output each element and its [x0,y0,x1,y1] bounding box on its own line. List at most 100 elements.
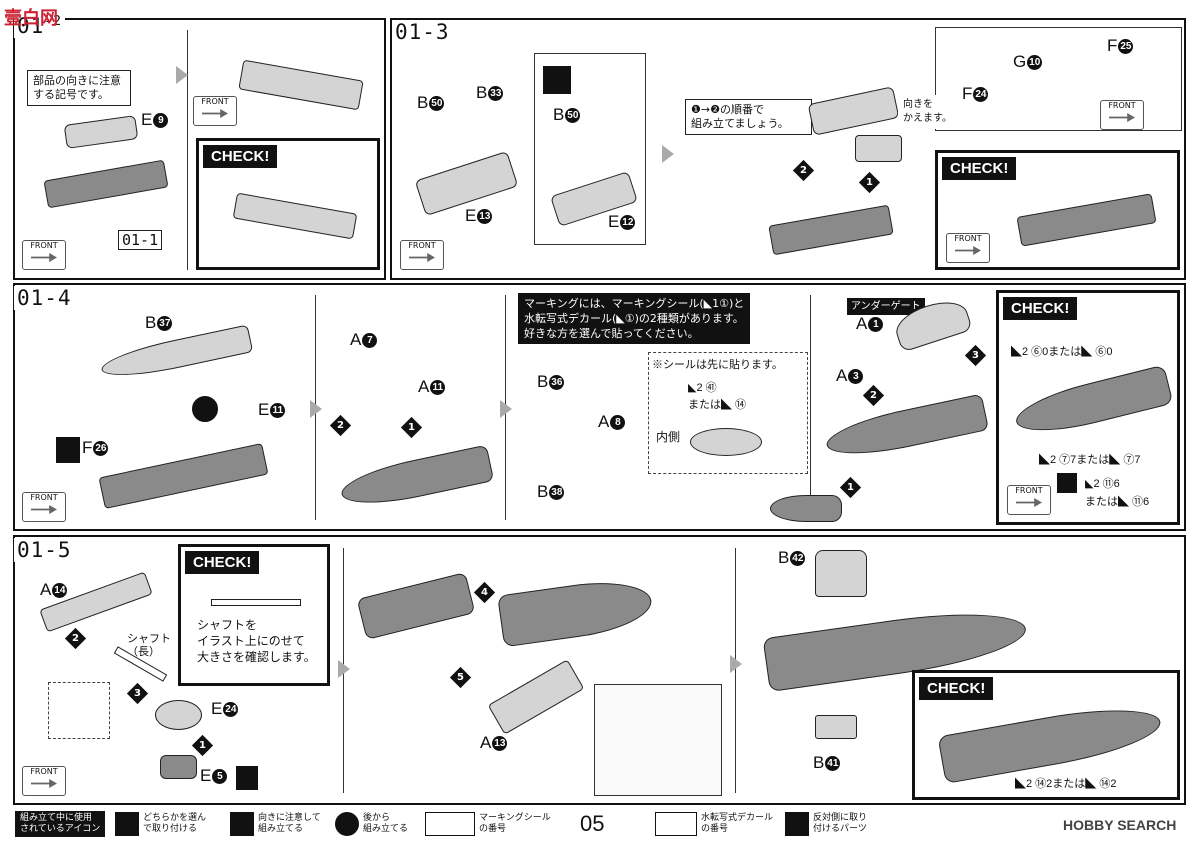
caution-direction-icon [230,812,254,836]
step-marker-1: 1 [858,171,881,194]
divider [810,295,811,520]
note-order: ❶→❷の順番で 組み立てましょう。 [685,99,812,135]
step-label-01-3: 01-3 [392,20,453,44]
check-part-shape [232,192,358,240]
flow-arrow [310,400,322,418]
note-direction: 部品の向きに注意 する記号です。 [27,70,131,106]
divider [187,30,188,270]
choose-either-icon [115,812,139,836]
step-marker-3: 3 [964,344,987,367]
decal-ref-116b: または◣ ⑪6 [1085,496,1150,508]
opposite-side-icon [785,812,809,836]
flow-arrow [176,66,188,84]
choose-either-icon [543,66,571,94]
check-title: CHECK! [942,157,1017,180]
step-label-01-2: 01-2 [14,14,65,38]
check-fuselage-shape [1011,364,1174,442]
flow-arrow [730,655,742,673]
step-label-01-4: 01-4 [14,286,75,310]
legend-choose-either: どちらかを選ん で取り付ける [115,812,206,836]
step-marker-1: 1 [400,416,423,439]
step-marker-3: 3 [126,682,149,705]
legend-opposite-side: 反対側に取り 付けるパーツ [785,812,867,836]
note-seal-or: ◣2 ㊶ または◣ ⑭ [688,382,747,411]
step-marker-2: 2 [792,159,815,182]
nose-cone-shape [770,495,842,522]
step-marker-2: 2 [862,384,885,407]
detail-dashed-box [48,682,110,739]
step-marker-1: 1 [839,476,862,499]
caution-direction-icon [236,766,258,790]
shaft-guide-shape [211,599,301,606]
part-block-shape [855,135,902,162]
front-indicator: FRONT [193,96,237,126]
flow-arrow [500,400,512,418]
note-turn: 向きを かえます。 [898,95,957,129]
front-indicator: FRONT [400,240,444,270]
under-gate-label: アンダーゲート [847,298,925,315]
decal-ref-142: ◣2 ⑭2または◣ ⑭2 [1015,778,1117,790]
assemble-later-icon [335,812,359,836]
legend-caution: 向きに注意して 組み立てる [230,812,321,836]
opposite-side-icon [1057,473,1077,493]
flow-arrow [338,660,350,678]
legend-marking-seal: マーキングシール の番号 [425,812,551,836]
alt-option-box [534,53,646,245]
decal-ref-116: ◣2 ⑪6 [1085,478,1120,490]
check-part-shape [1016,193,1157,247]
part-e5-shape [160,755,197,779]
step-label-01-5: 01-5 [14,538,75,562]
front-indicator: FRONT [22,240,66,270]
front-indicator: FRONT [22,492,66,522]
part-b42-shape [815,550,867,597]
seal-detail-box [648,352,808,474]
marking-seal-icon [425,812,475,836]
step-marker-2: 2 [329,414,352,437]
part-e24-shape [155,700,202,730]
check-box-01-3: CHECK! FRONT [935,150,1180,270]
note-shaft-check: シャフトを イラスト上にのせて 大きさを確認します。 [197,618,316,664]
step-marker-1: 1 [191,734,214,757]
step-marker-2: 2 [64,627,87,650]
part-b41-shape [815,715,857,739]
legend-water-decal: 水転写式デカール の番号 [655,812,773,836]
front-indicator: FRONT [1100,100,1144,130]
marking-notice: マーキングには、マーキングシール(◣1①)と 水転写式デカール(◣①)の2種類が… [518,293,751,344]
detail-inset-box [594,684,722,796]
sub-assembly-box [935,27,1182,131]
check-title: CHECK! [919,677,994,700]
label-shaft: シャフト （長） [127,633,171,658]
water-decal-icon [655,812,697,836]
check-box-01-5b: CHECK! ◣2 ⑭2または◣ ⑭2 [912,670,1180,800]
legend-title: 組み立て中に使用 されているアイコン [15,811,106,837]
decal-ref-77: ◣2 ⑦7または◣ ⑦7 [1039,454,1141,466]
icon-legend-footer: 組み立て中に使用 されているアイコン どちらかを選ん で取り付ける 向きに注意し… [15,809,1190,841]
hobby-search-brand: HOBBY SEARCH [1063,817,1177,833]
assemble-later-icon [192,396,218,422]
watermark-logo: 壹白网 [4,8,58,29]
check-box-01-2: CHECK! [196,138,380,270]
page-number: 05 [580,811,605,836]
check-box-01-5: CHECK! シャフトを イラスト上にのせて 大きさを確認します。 [178,544,330,686]
